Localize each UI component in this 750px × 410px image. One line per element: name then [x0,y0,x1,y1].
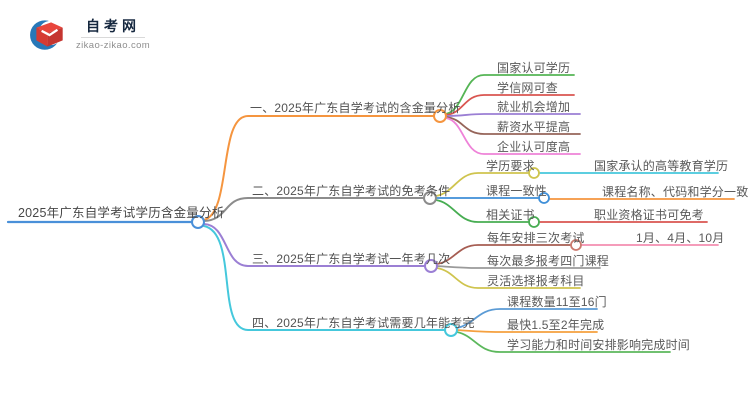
b2-child3-label[interactable]: 相关证书 [486,208,535,222]
b3-child3-label[interactable]: 灵活选择报考科目 [487,274,585,288]
b1-child3-label[interactable]: 就业机会增加 [497,100,571,114]
edge-b1-child5 [445,117,581,155]
edge-branch1 [203,115,435,221]
b3-child1-label[interactable]: 每年安排三次考试 [487,231,585,245]
edge-b3-child3 [436,267,581,289]
node-circle-b2-child2[interactable] [538,192,550,204]
edge-b1-child2 [445,94,575,116]
branch4-label[interactable]: 四、2025年广东自学考试需要几年能考完 [252,316,475,330]
b2-child2-label[interactable]: 课程一致性 [486,184,548,198]
edge-b2-child3 [435,199,529,223]
b2-child2-leaf-label[interactable]: 课程名称、代码和学分一致 [602,185,749,199]
b3-child1-leaf-label[interactable]: 1月、4月、10月 [636,231,725,245]
node-circle-b2-child1[interactable] [528,167,540,179]
b1-child5-label[interactable]: 企业认可度高 [497,140,571,154]
node-circle-b3-child1[interactable] [570,239,582,251]
logo-divider [81,36,146,38]
b1-child4-label[interactable]: 薪资水平提高 [497,120,571,134]
node-circle-branch2[interactable] [423,191,437,205]
edge-branch4 [203,225,446,331]
edge-b3-child1 [436,244,571,265]
edge-b4-child3 [456,331,671,353]
branch3-label[interactable]: 三、2025年广东自学考试一年考几次 [252,252,451,266]
branch1-label[interactable]: 一、2025年广东自学考试的含金量分析 [250,101,461,115]
b3-child2-label[interactable]: 每次最多报考四门课程 [487,254,610,268]
edge-b1-child4 [445,116,581,135]
graduation-cap-icon [30,20,63,50]
node-circle-branch3[interactable] [424,259,438,273]
branch2-label[interactable]: 二、2025年广东自学考试的免考条件 [252,184,451,198]
logo-title: 自考网 [86,17,141,34]
node-circle-branch1[interactable] [433,109,447,123]
b2-child3-leaf-label[interactable]: 职业资格证书可免考 [594,208,704,222]
edge-b4-child1 [456,308,598,329]
edge-branch2 [203,197,425,222]
edge-b1-child1 [445,74,575,115]
node-circle-branch4[interactable] [444,323,458,337]
b2-child1-label[interactable]: 学历要求 [486,159,535,173]
root-node-label[interactable]: 2025年广东自学考试学历含金量分析 [18,206,225,220]
b4-child3-label[interactable]: 学习能力和时间安排影响完成时间 [507,338,691,352]
logo-text: 自考网 zikao-zikao.com [76,18,150,51]
node-circle-b2-child3[interactable] [528,216,540,228]
b4-child2-label[interactable]: 最快1.5至2年完成 [507,318,605,332]
node-circle-root[interactable] [191,215,205,229]
b4-child1-label[interactable]: 课程数量11至16门 [507,295,607,309]
b2-child1-leaf-label[interactable]: 国家承认的高等教育学历 [594,159,729,173]
b1-child2-label[interactable]: 学信网可查 [497,81,559,95]
edge-b2-child1 [435,172,529,197]
logo-domain: zikao-zikao.com [76,39,151,51]
edge-branch3 [203,223,426,267]
edge-b3-child2 [436,265,601,269]
b1-child1-label[interactable]: 国家认可学历 [497,61,571,75]
logo[interactable]: 自考网 zikao-zikao.com [30,14,150,54]
edge-b4-child2 [456,329,598,333]
edge-b1-child3 [445,113,581,117]
